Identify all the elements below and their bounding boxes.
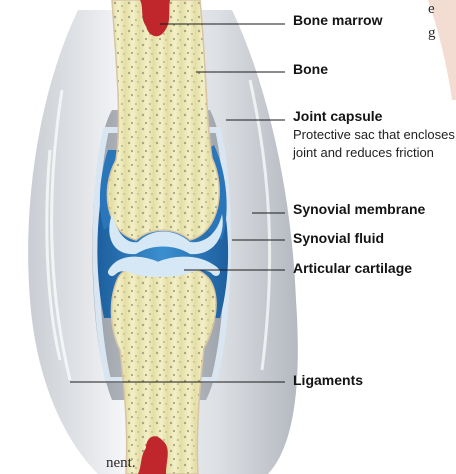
upper-bone — [107, 0, 219, 240]
text-fragment-top-2: g — [428, 26, 436, 41]
label-synovial-fluid: Synovial fluid — [293, 231, 384, 245]
joint-capsule-description: Protective sac that encloses joint and r… — [293, 126, 456, 162]
label-bone-marrow: Bone marrow — [293, 13, 382, 27]
text-fragment-top-1: e — [428, 2, 435, 17]
text-fragment-bottom: nent. — [106, 456, 136, 471]
label-joint-capsule: Joint capsule — [293, 109, 382, 123]
label-ligaments: Ligaments — [293, 373, 363, 387]
label-synovial-membrane: Synovial membrane — [293, 202, 425, 216]
label-bone: Bone — [293, 62, 328, 76]
label-articular-cartilage: Articular cartilage — [293, 261, 412, 275]
